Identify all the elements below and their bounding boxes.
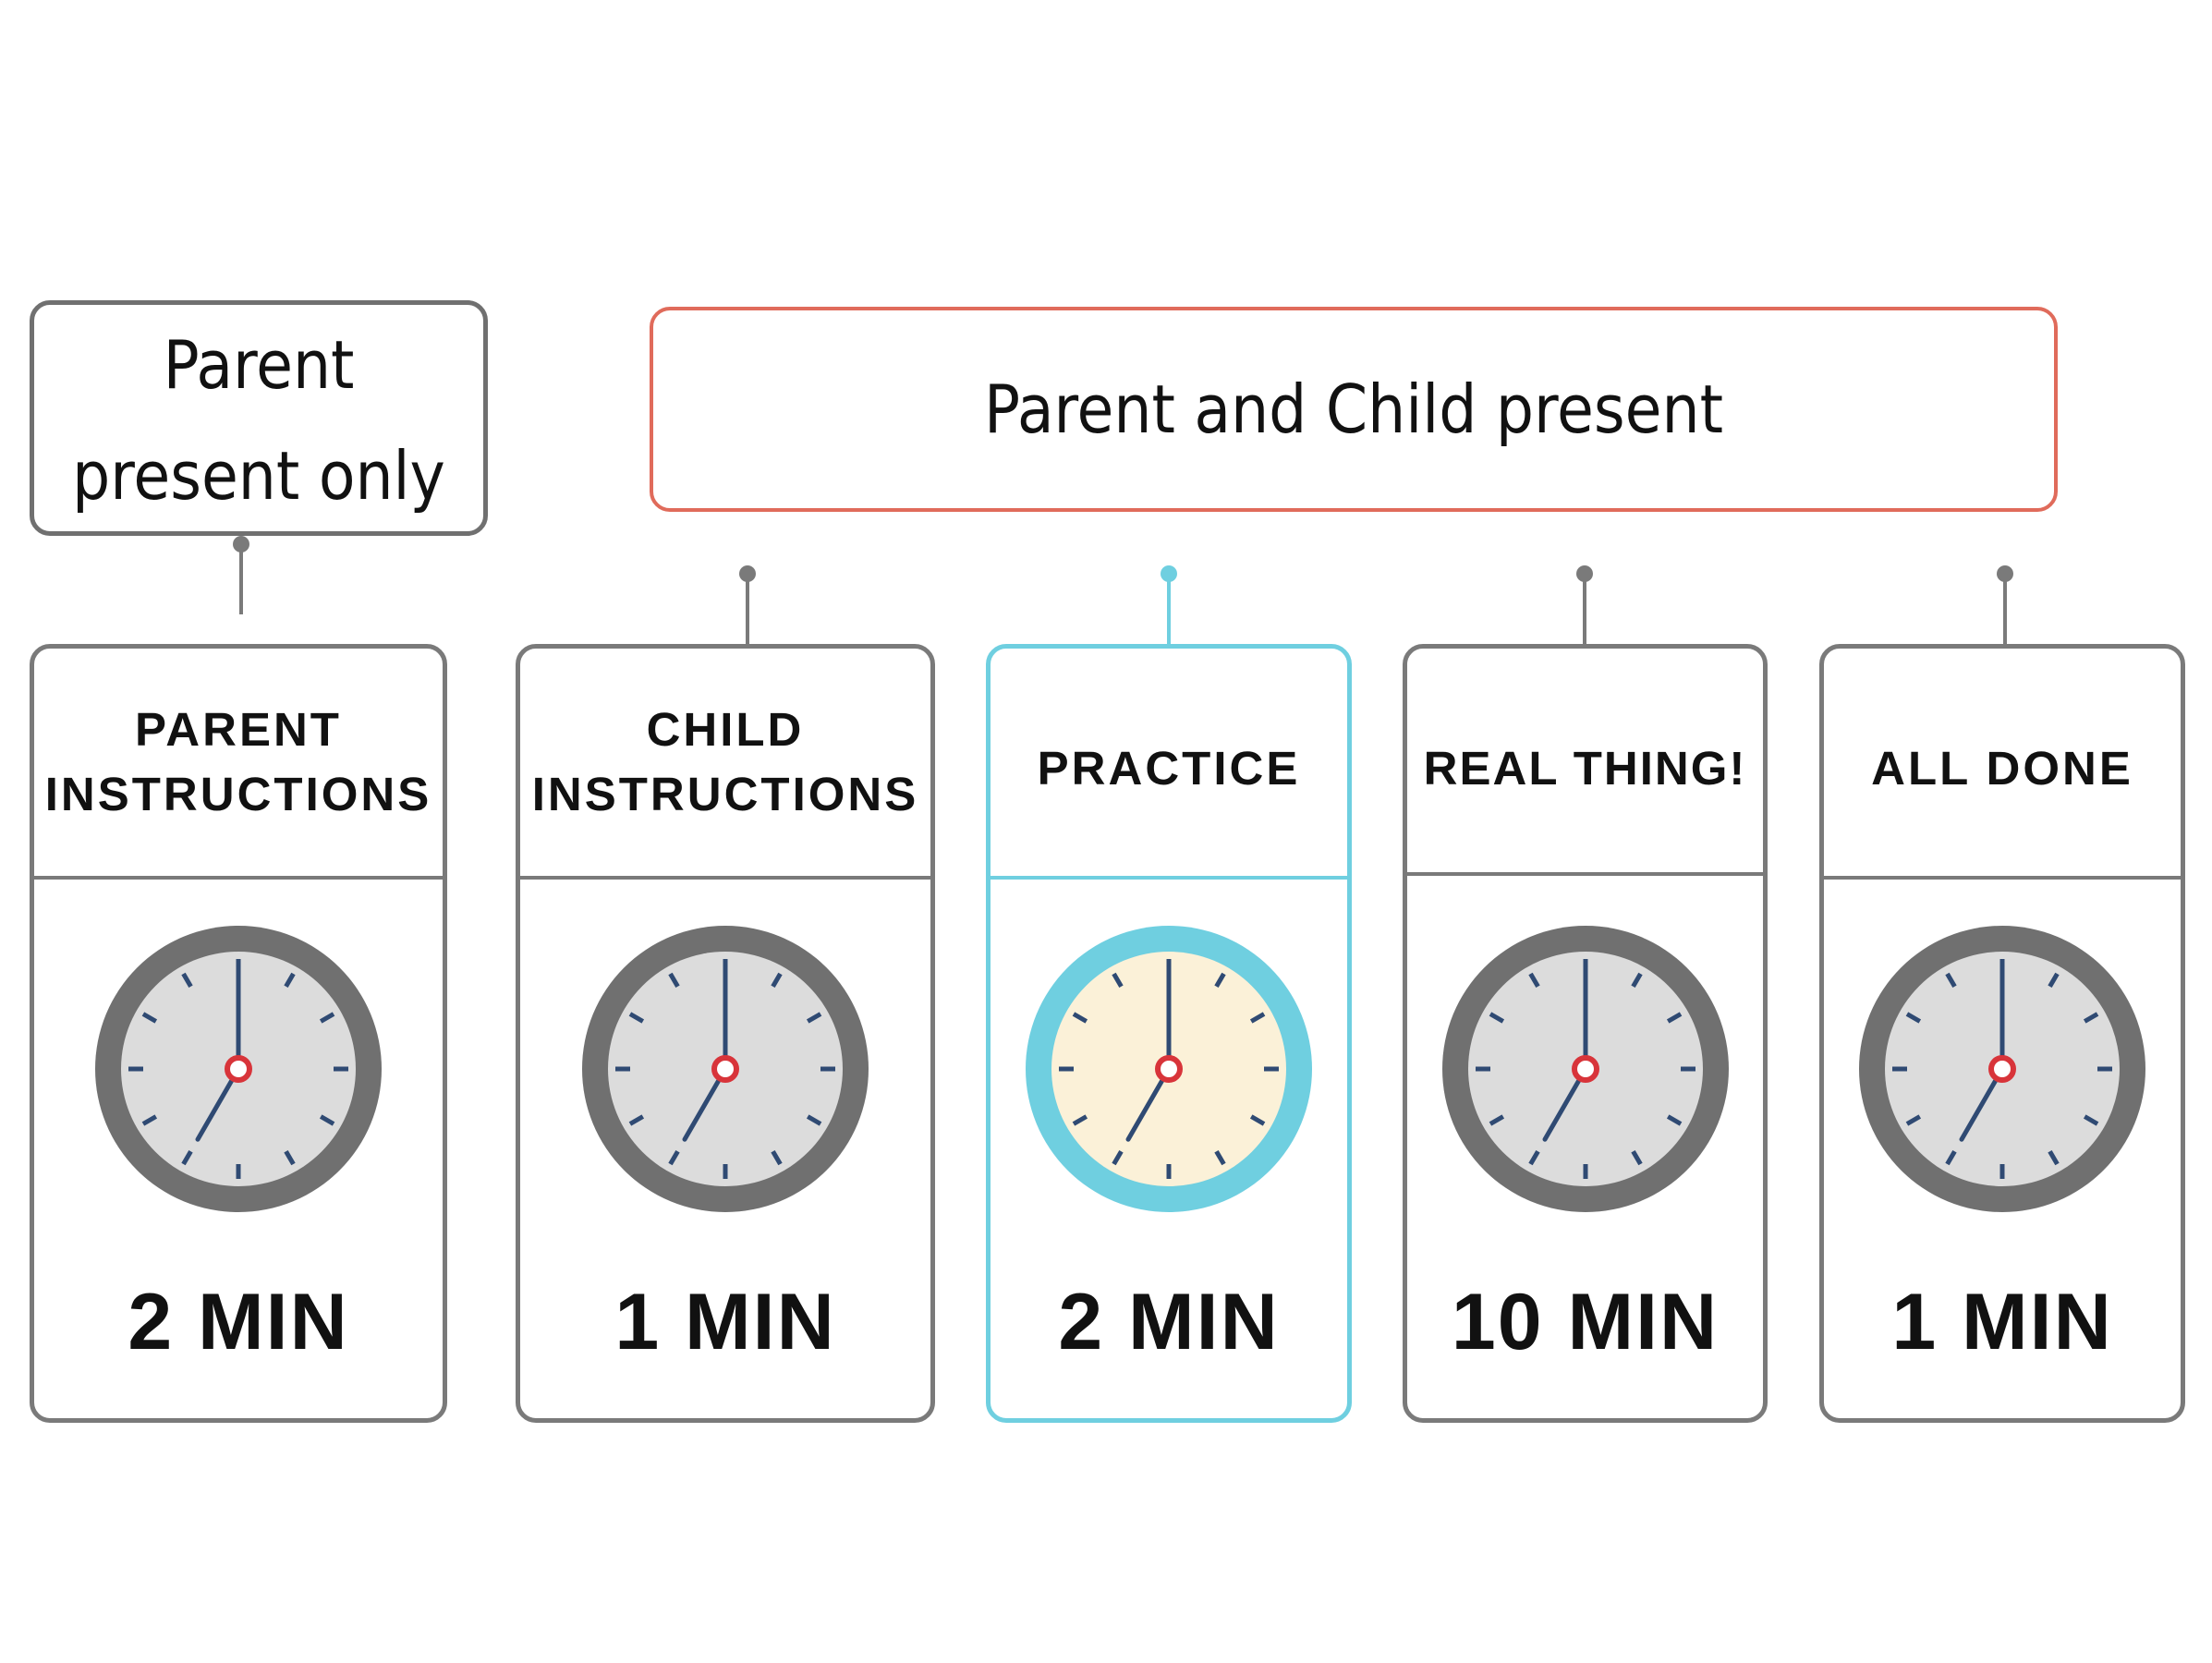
connector-all-done	[2003, 575, 2007, 644]
step-card-practice: PRACTICE 2 MIN	[986, 644, 1352, 1423]
clock-tick	[284, 972, 296, 989]
clock-icon	[1859, 926, 2145, 1212]
clock-tick	[1489, 1114, 1504, 1126]
step-duration: 2 MIN	[1058, 1278, 1280, 1366]
clock-tick	[771, 1149, 783, 1166]
step-title-line2: INSTRUCTIONS	[531, 768, 919, 820]
clock-tick	[628, 1114, 645, 1126]
clock-tick	[284, 1149, 296, 1166]
clock-tick	[181, 972, 193, 989]
step-duration: 1 MIN	[1891, 1278, 2113, 1366]
step-title-line1: PRACTICE	[1037, 742, 1301, 795]
clock-tick	[771, 972, 783, 989]
clock-tick	[1112, 972, 1124, 989]
clock-tick	[319, 1012, 335, 1024]
clock-tick	[1214, 972, 1226, 989]
clock-tick	[1630, 972, 1643, 989]
step-card-parent-instructions: PARENT INSTRUCTIONS 2 MIN	[30, 644, 447, 1423]
step-title: PRACTICE	[991, 649, 1347, 880]
clock-tick	[1666, 1012, 1682, 1024]
step-card-all-done: ALL DONE 1 MIN	[1819, 644, 2185, 1423]
clock-tick	[1630, 1149, 1643, 1166]
connector-dot-real-thing	[1576, 565, 1593, 582]
group-both-label: Parent and Child present	[984, 370, 1723, 448]
clock-tick	[181, 1149, 193, 1166]
clock-tick	[1249, 1012, 1266, 1024]
connector-dot-practice	[1161, 565, 1177, 582]
step-title: CHILD INSTRUCTIONS	[520, 649, 930, 880]
group-parent-line1: Parent	[163, 325, 355, 404]
step-title-line1: REAL THING!	[1423, 742, 1747, 795]
step-title-line2: INSTRUCTIONS	[44, 768, 432, 820]
step-duration: 2 MIN	[128, 1278, 349, 1366]
connector-child	[746, 575, 749, 644]
clock-tick	[1905, 1012, 1922, 1024]
group-parent-present-only: Parent present only	[30, 300, 488, 536]
clock-tick	[1214, 1149, 1226, 1166]
clock-tick	[141, 1012, 158, 1024]
clock-tick	[1945, 1149, 1957, 1166]
clock-icon	[1441, 926, 1729, 1212]
clock-tick	[2048, 972, 2060, 989]
clock-icon	[95, 926, 382, 1212]
clock-tick	[2083, 1012, 2099, 1024]
step-duration: 1 MIN	[614, 1278, 836, 1366]
connector-practice	[1167, 575, 1171, 644]
clock-center	[711, 1055, 739, 1083]
connector-dot-child	[739, 565, 756, 582]
group-parent-and-child-present: Parent and Child present	[650, 307, 2058, 512]
clock-tick	[1249, 1114, 1266, 1126]
clock-tick	[1112, 1149, 1124, 1166]
clock-tick	[668, 1149, 680, 1166]
clock-tick	[141, 1114, 158, 1126]
clock-tick	[1072, 1114, 1088, 1126]
clock-tick	[1945, 972, 1957, 989]
step-card-child-instructions: CHILD INSTRUCTIONS 1 MIN	[516, 644, 935, 1423]
step-title: ALL DONE	[1824, 649, 2181, 880]
step-title-line1: CHILD	[646, 703, 805, 756]
step-title-line1: ALL DONE	[1871, 742, 2133, 795]
clock-icon	[582, 926, 869, 1212]
group-parent-line2: present only	[72, 436, 445, 515]
connector-real-thing	[1583, 575, 1586, 644]
step-title: PARENT INSTRUCTIONS	[34, 649, 443, 880]
clock-tick	[806, 1012, 822, 1024]
step-title: REAL THING!	[1407, 649, 1763, 876]
clock-center	[1155, 1055, 1183, 1083]
clock-tick	[1072, 1012, 1088, 1024]
clock-tick	[2048, 1149, 2060, 1166]
clock-center	[1571, 1055, 1599, 1083]
connector-dot-all-done	[1997, 565, 2013, 582]
clock-tick	[1527, 1149, 1540, 1166]
clock-tick	[806, 1114, 822, 1126]
clock-tick	[2083, 1114, 2099, 1126]
clock-tick	[1489, 1012, 1504, 1024]
clock-tick	[628, 1012, 645, 1024]
connector-dot-parent	[233, 536, 249, 552]
clock-icon	[1026, 926, 1312, 1212]
step-title-line1: PARENT	[135, 703, 342, 756]
clock-tick	[319, 1114, 335, 1126]
connector-parent	[239, 550, 243, 614]
step-duration: 10 MIN	[1451, 1278, 1720, 1366]
step-card-real-thing: REAL THING! 10 MIN	[1403, 644, 1768, 1423]
clock-center	[1988, 1055, 2016, 1083]
clock-tick	[1666, 1114, 1682, 1126]
clock-tick	[668, 972, 680, 989]
clock-tick	[1905, 1114, 1922, 1126]
clock-center	[225, 1055, 252, 1083]
clock-tick	[1527, 972, 1540, 989]
